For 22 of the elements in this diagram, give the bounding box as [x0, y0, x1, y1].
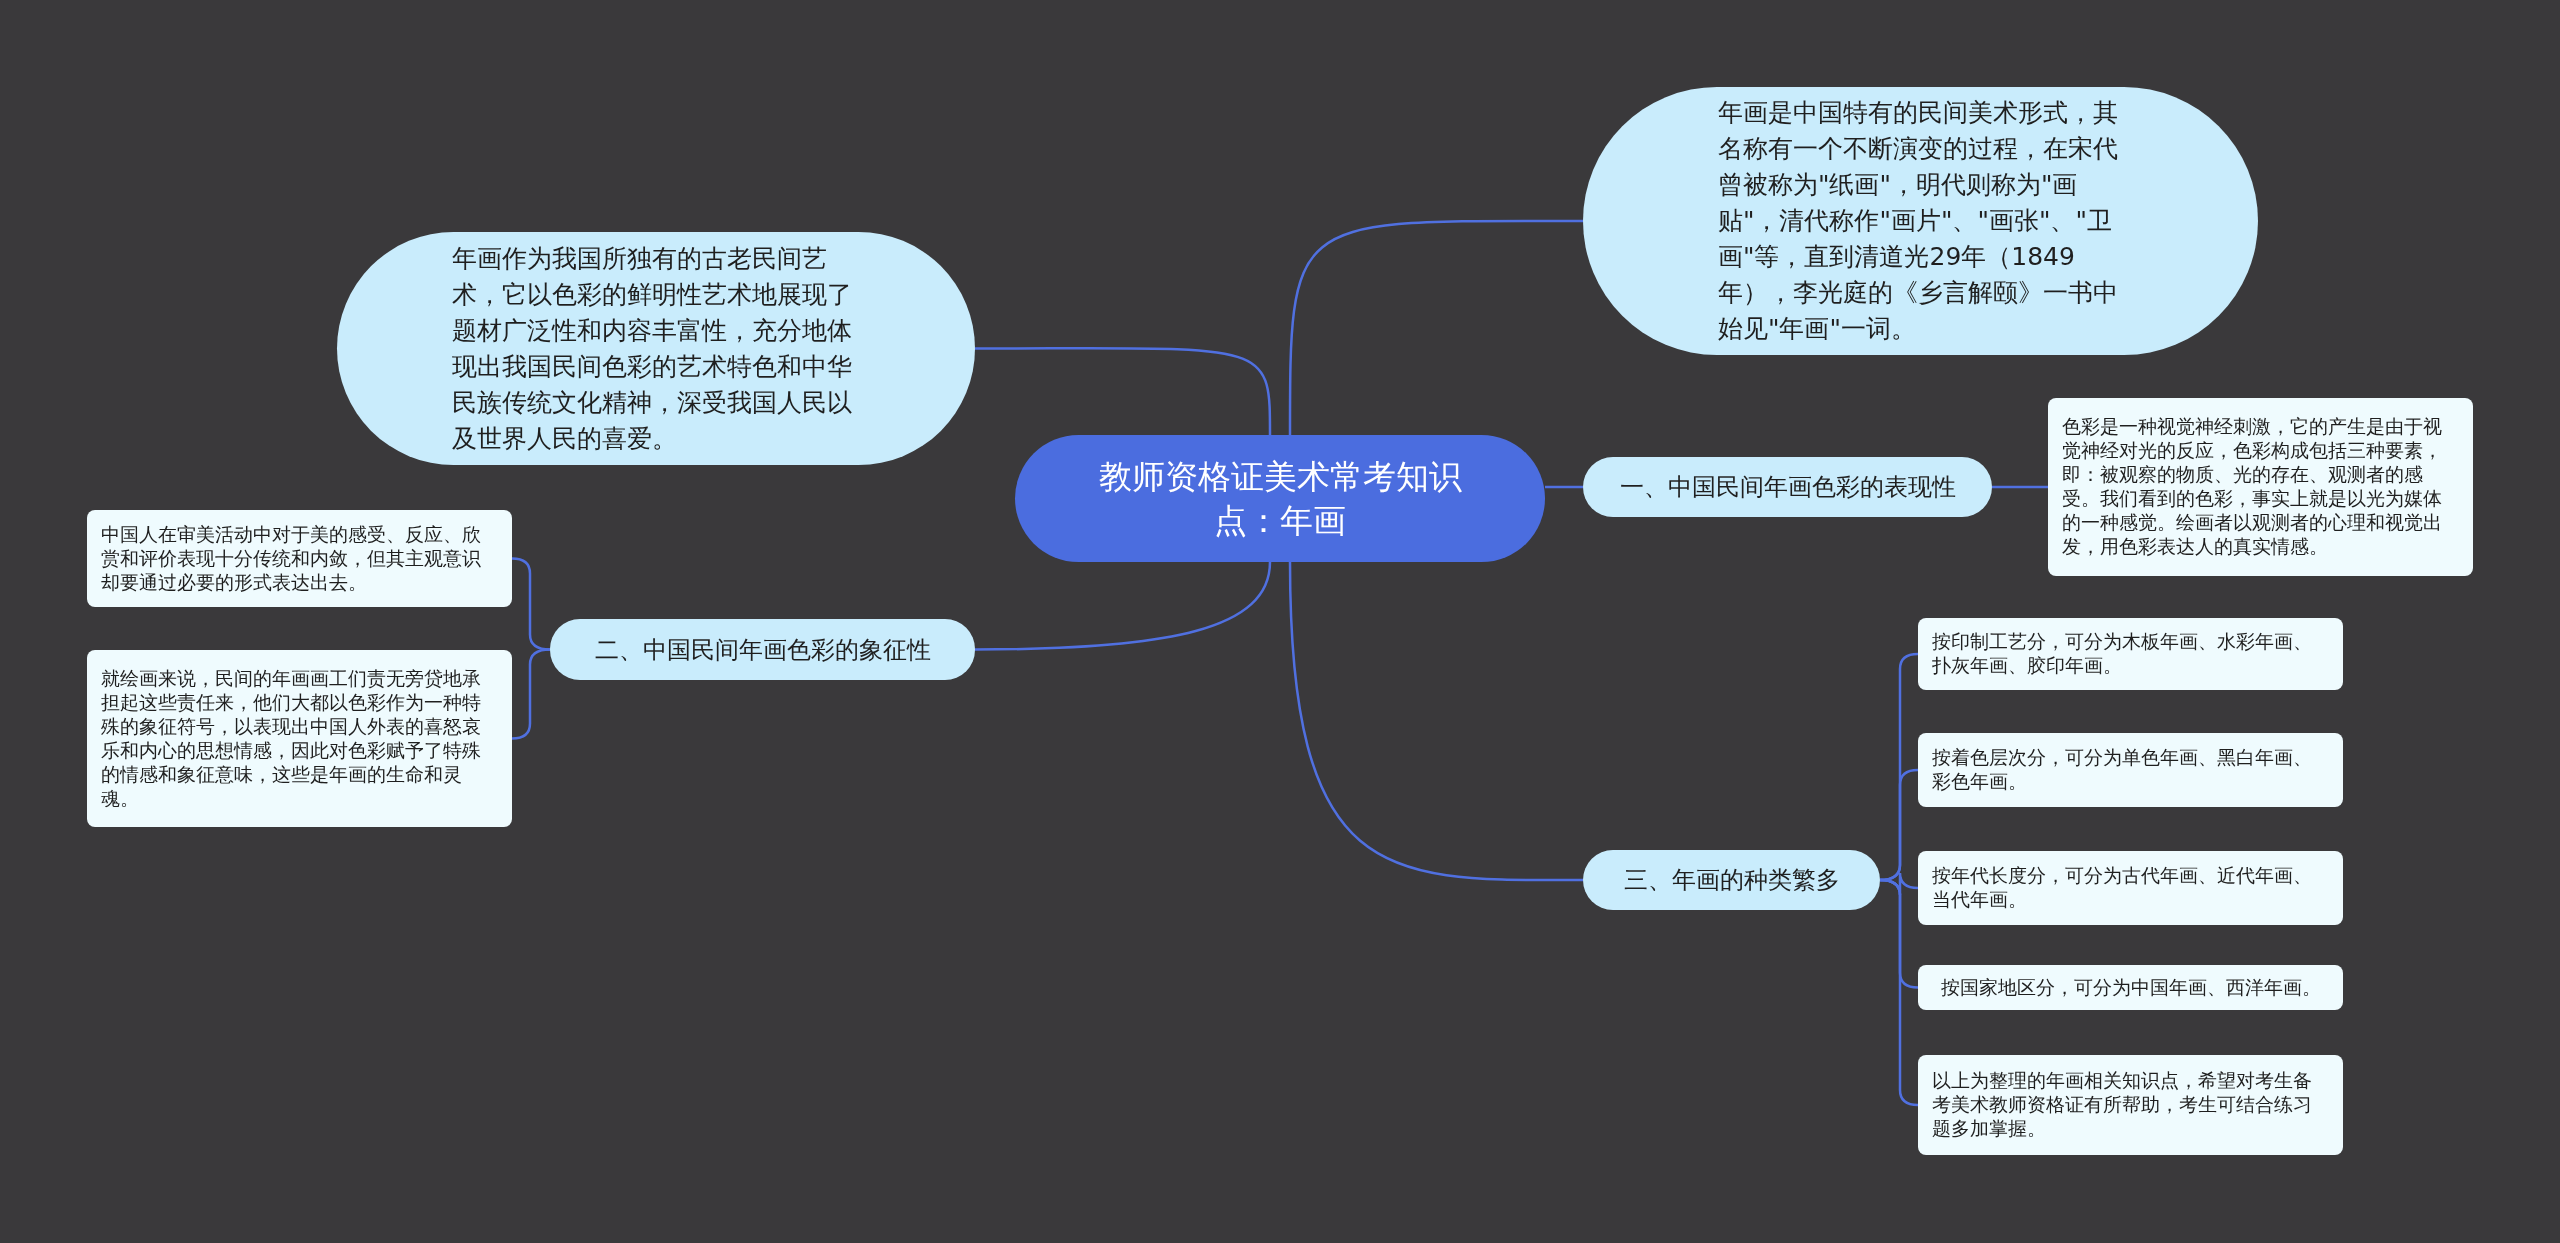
note-card: 色彩是一种视觉神经刺激，它的产生是由于视觉神经对光的反应，色彩构成包括三种要素，即：被观察的物质、光的存在、观测者的感受。我们看到的色彩，事实上就是以光为媒体的一种感觉。绘画者以观测者的心理和视觉出发，用色彩表达人的真实情感。 [2048, 398, 2473, 576]
connector-line [1992, 485, 2048, 489]
branch-topic: 二、中国民间年画色彩的象征性 [550, 619, 975, 680]
connector-line [1879, 878, 1919, 1107]
connector-line [975, 346, 1272, 435]
topic-bubble: 年画是中国特有的民间美术形式，其名称有一个不断演变的过程，在宋代曾被称为"纸画"，明代则称为"画贴"，清代称作"画片"、"画张"、"卫画"等，直到清道光29年（1849年），李光庭的《乡言解颐》一书中始见"年画"一词。 [1583, 87, 2258, 355]
branch-topic: 一、中国民间年画色彩的表现性 [1583, 457, 1992, 517]
note-card: 就绘画来说，民间的年画画工们责无旁贷地承担起这些责任来，他们大都以色彩作为一种特殊的象征符号，以表现出中国人外表的喜怒哀乐和内心的思想情感，因此对色彩赋予了特殊的情感和象征意味，这些是年画的生命和灵魂。 [87, 650, 512, 827]
note-card: 按国家地区分，可分为中国年画、西洋年画。 [1918, 965, 2343, 1010]
connector-line [1288, 219, 1583, 435]
central-topic-bubble: 教师资格证美术常考知识点：年画 [1015, 435, 1545, 562]
topic-bubble: 年画作为我国所独有的古老民间艺术，它以色彩的鲜明性艺术地展现了题材广泛性和内容丰富性，充分地体现出我国民间色彩的艺术特色和中华民族传统文化精神，深受我国人民以及世界人民的喜爱。 [337, 232, 975, 465]
note-card: 中国人在审美活动中对于美的感受、反应、欣赏和评价表现十分传统和内敛，但其主观意识却要通过必要的形式表达出去。 [87, 510, 512, 607]
connector-line [1288, 561, 1583, 882]
connector-line [1545, 485, 1583, 489]
note-card: 按年代长度分，可分为古代年画、近代年画、当代年画。 [1918, 851, 2343, 925]
connector-line [511, 648, 551, 740]
note-card: 以上为整理的年画相关知识点，希望对考生备考美术教师资格证有所帮助，考生可结合练习题多加掌握。 [1918, 1055, 2343, 1155]
note-card: 按着色层次分，可分为单色年画、黑白年画、彩色年画。 [1918, 733, 2343, 807]
connector-line [975, 561, 1272, 651]
branch-topic: 三、年画的种类繁多 [1583, 850, 1880, 910]
note-card: 按印制工艺分，可分为木板年画、水彩年画、扑灰年画、胶印年画。 [1918, 618, 2343, 690]
